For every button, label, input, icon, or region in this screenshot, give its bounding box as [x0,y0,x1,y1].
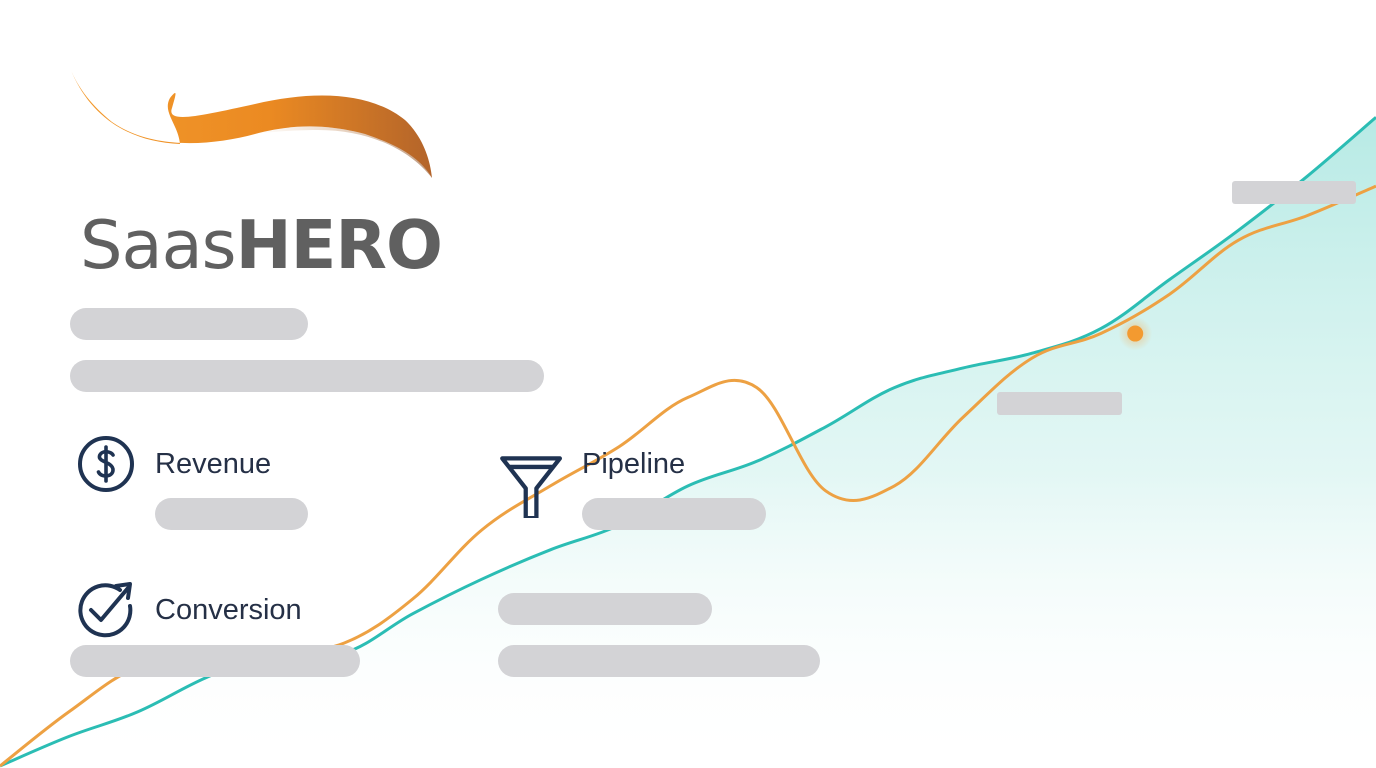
brand-name-light: Saas [80,206,237,284]
subheadline-placeholder [70,360,544,392]
check-arrow-icon [78,582,133,638]
series-1-area [0,117,1376,768]
pipeline-value-placeholder [582,498,766,530]
swoosh-logo-mark [70,68,432,178]
brand-wordmark: SaasHERO [80,212,443,279]
revenue-value-placeholder [155,498,308,530]
text-placeholder-2 [498,645,820,677]
annotation-placeholder-top [1232,181,1356,204]
revenue-label: Revenue [155,448,272,480]
saashero-logo: SaasHERO [60,60,480,279]
brand-name-bold: HERO [235,206,443,284]
funnel-icon [500,456,562,518]
highlight-point [1127,325,1144,342]
text-placeholder-1 [498,593,712,625]
dollar-circle-icon [78,436,134,492]
annotation-placeholder-mid [997,392,1122,415]
headline-placeholder [70,308,308,340]
pipeline-label: Pipeline [582,448,686,480]
conversion-label: Conversion [155,594,302,626]
conversion-value-placeholder [70,645,360,677]
